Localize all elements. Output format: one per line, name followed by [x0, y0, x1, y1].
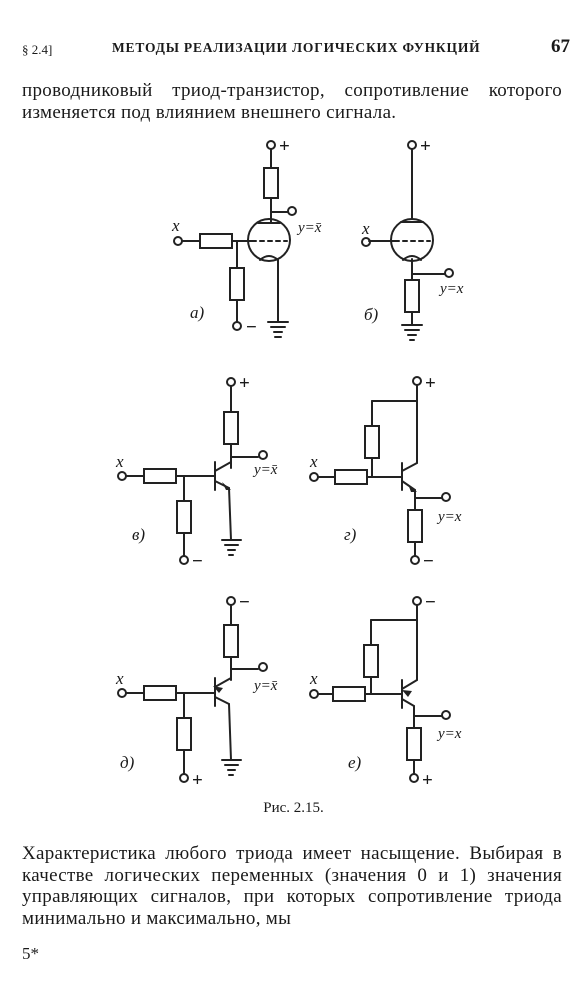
subfig-label-g: г)	[344, 525, 357, 544]
circuit-v	[117, 377, 268, 565]
subfig-label-b: б)	[364, 305, 379, 324]
output-label-b: y=x	[438, 281, 464, 297]
input-label-g: x	[309, 452, 318, 471]
emitter-arrow-e	[402, 690, 412, 697]
emitter-arrow-g	[408, 484, 417, 492]
emitter-arrow-v	[222, 482, 231, 490]
minus-label-e: −	[425, 592, 436, 613]
subfig-label-v: в)	[132, 525, 145, 544]
circuit-g	[309, 376, 451, 565]
minus-label-g: −	[423, 551, 434, 572]
circuit-d	[117, 596, 268, 783]
input-label-e: x	[309, 669, 318, 688]
input-label-d: x	[115, 669, 124, 688]
minus-label-d: −	[239, 592, 250, 613]
plus-label-d: +	[192, 770, 203, 791]
plus-label-e: +	[422, 770, 433, 791]
circuit-e	[309, 596, 451, 783]
input-label-v: x	[115, 452, 124, 471]
paragraph-top: проводниковый триод-транзистор, сопротив…	[22, 80, 562, 123]
plus-label-g: +	[425, 373, 436, 394]
subfig-label-e: е)	[348, 753, 362, 772]
input-label-b: x	[361, 219, 370, 238]
subfig-label-a: а)	[190, 303, 205, 322]
output-label-g: y=x	[436, 509, 462, 525]
page-number: 67	[551, 36, 570, 57]
plus-label-a: +	[279, 136, 290, 157]
paragraph-bottom: Характеристика любого триода имеет насыщ…	[22, 843, 562, 929]
page-header: § 2.4] МЕТОДЫ РЕАЛИЗАЦИИ ЛОГИЧЕСКИХ ФУНК…	[22, 36, 570, 64]
minus-label-a: −	[246, 317, 257, 338]
output-label-e: y=x	[436, 726, 462, 742]
output-label-v: y=x̄	[252, 462, 278, 478]
figure-caption: Рис. 2.15.	[263, 800, 324, 816]
footer-signature: 5*	[22, 944, 39, 963]
running-title: МЕТОДЫ РЕАЛИЗАЦИИ ЛОГИЧЕСКИХ ФУНКЦИЙ	[112, 40, 481, 55]
subfig-label-d: д)	[120, 753, 135, 772]
plus-label-v: +	[239, 373, 250, 394]
output-label-d: y=x̄	[252, 678, 278, 694]
circuit-b	[361, 140, 454, 341]
circuit-a	[173, 140, 297, 338]
minus-label-v: −	[192, 551, 203, 572]
section-ref: § 2.4]	[22, 42, 53, 57]
plus-label-b: +	[420, 136, 431, 157]
circuit-figure: x x x x x x y=x̄ y=x y=x̄ y=x y=x̄ y=x а…	[115, 136, 464, 791]
emitter-arrow-d	[213, 686, 223, 693]
output-label-a: y=x̄	[296, 220, 322, 236]
input-label-a: x	[171, 216, 180, 235]
